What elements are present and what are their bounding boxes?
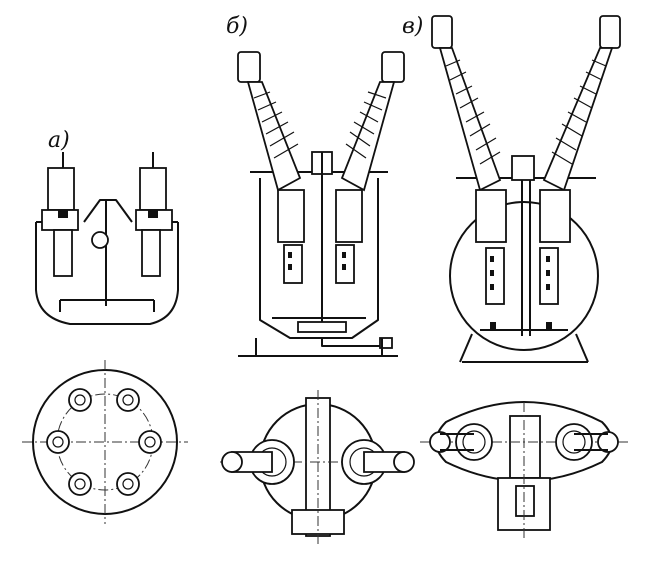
bushing-terminal-icon bbox=[431, 15, 453, 49]
variant-b-side-view bbox=[237, 51, 405, 357]
variant-v-side-view bbox=[431, 15, 621, 363]
variant-b-left-bushing bbox=[237, 51, 305, 284]
bushing-circle-icon bbox=[46, 388, 162, 496]
variant-b-right-bushing-plan bbox=[341, 439, 415, 485]
variant-b-right-bushing bbox=[335, 51, 405, 284]
drain-valve-icon bbox=[379, 337, 393, 349]
variant-b-plan-view bbox=[220, 390, 415, 545]
bushing-terminal-icon bbox=[381, 51, 405, 83]
variant-a-right-bushing bbox=[135, 152, 173, 277]
variant-a-left-bushing bbox=[41, 152, 79, 277]
variant-v-left-bushing bbox=[431, 15, 507, 305]
label-variant-a: а) bbox=[48, 128, 70, 153]
variant-a-plan-view bbox=[22, 360, 188, 524]
variant-v-plan-view bbox=[420, 401, 628, 540]
variant-v-right-bushing-plan bbox=[555, 423, 619, 461]
bushing-terminal-icon bbox=[237, 51, 261, 83]
variant-v-right-bushing bbox=[539, 15, 621, 305]
label-variant-b: б) bbox=[226, 14, 249, 39]
variant-v-left-bushing-plan bbox=[429, 423, 493, 461]
bushing-terminal-icon bbox=[599, 15, 621, 49]
variant-b-left-bushing-plan bbox=[221, 439, 295, 485]
mechanism-wheel-icon bbox=[91, 231, 109, 249]
label-variant-v: в) bbox=[402, 14, 424, 39]
variant-a-side-view bbox=[35, 152, 179, 325]
